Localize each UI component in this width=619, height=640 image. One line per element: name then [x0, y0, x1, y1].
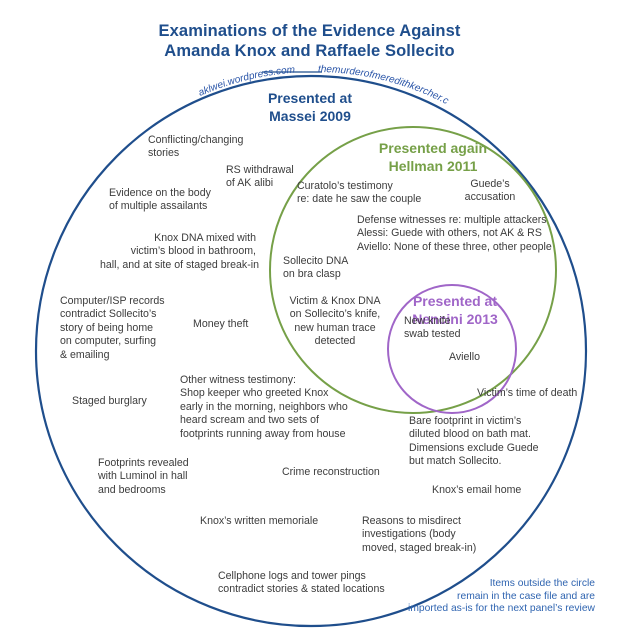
item-line: accusation [464, 191, 516, 204]
nencini-circle [387, 284, 517, 414]
item-line: on Sollecito’s knife, [289, 308, 381, 321]
item-line: swab tested [404, 328, 461, 341]
massei-heading-line-1: Presented at [267, 90, 353, 106]
item-line: Aviello [449, 351, 481, 363]
item-line: of AK alibi [226, 177, 274, 190]
item-line: on bra clasp [283, 268, 341, 281]
item-money-theft: Money theft [193, 318, 248, 331]
massei-heading-line-2: Massei 2009 [269, 108, 351, 124]
diagram-title: Examinations of the Evidence Against Ama… [0, 21, 619, 61]
title-line-2: Amanda Knox and Raffaele Sollecito [164, 42, 455, 60]
item-line: re: date he saw the couple [297, 193, 422, 206]
item-defense-witnesses: Defense witnesses re: multiple attackers… [357, 214, 552, 254]
item-computer-isp: Computer/ISP records contradict Sollecit… [60, 295, 165, 362]
massei-heading: Presented at Massei 2009 [250, 89, 370, 125]
item-line: Reasons to misdirect [362, 515, 461, 527]
item-line: on computer, surfing [60, 335, 156, 348]
item-line: Conflicting/changing [148, 134, 244, 146]
title-line-1: Examinations of the Evidence Against [158, 22, 461, 40]
item-line: stories [148, 147, 180, 160]
item-line: Sollecito DNA [283, 255, 349, 267]
nencini-heading-line-1: Presented at [412, 293, 498, 309]
item-line: moved, staged break-in) [362, 541, 477, 554]
item-guede-accusation: Guede’s accusation [460, 178, 520, 205]
hellman-heading-line-1: Presented again [378, 140, 488, 156]
item-line: victim’s blood in bathroom, [130, 245, 256, 258]
item-line: contradict stories & stated locations [218, 583, 385, 596]
item-line: Alessi: Guede with others, not AK & RS [357, 227, 542, 240]
item-line: heard scream and two sets of [180, 414, 319, 427]
item-line: contradict Sollecito’s [60, 308, 157, 321]
nencini-heading-line-2: Nencini 2013 [412, 311, 498, 327]
item-knox-memoriale: Knox’s written memoriale [200, 515, 318, 528]
item-conflicting-stories: Conflicting/changing stories [148, 134, 243, 161]
item-line: of multiple assailants [109, 200, 208, 213]
item-line: with Luminol in hall [98, 470, 188, 483]
item-line: RS withdrawal [226, 164, 294, 176]
item-curatolo: Curatolo’s testimony re: date he saw the… [297, 180, 421, 207]
item-footprints-luminol: Footprints revealed with Luminol in hall… [98, 457, 189, 497]
item-staged-burglary: Staged burglary [72, 395, 147, 408]
item-new-knife-swab: New knife swab tested [404, 315, 461, 342]
item-line: Defense witnesses re: multiple attackers [357, 214, 547, 226]
hellman-circle [269, 126, 557, 414]
hellman-heading-line-2: Hellman 2011 [388, 158, 478, 174]
item-line: Staged burglary [72, 395, 147, 407]
item-line: hall, and at site of staged break-in [100, 258, 260, 271]
massei-circle [34, 74, 588, 628]
item-rs-withdrawal: RS withdrawal of AK alibi [226, 164, 294, 191]
item-bare-footprint: Bare footprint in victim’s diluted blood… [409, 415, 539, 469]
item-knox-dna-mixed: Knox DNA mixed with victim’s blood in ba… [100, 232, 260, 272]
item-aviello: Aviello [449, 351, 480, 364]
hellman-heading: Presented again Hellman 2011 [358, 139, 508, 175]
item-other-witness: Other witness testimony: Shop keeper who… [180, 374, 348, 441]
item-line: diluted blood on bath mat. [409, 428, 531, 441]
item-line: Cellphone logs and tower pings [218, 570, 366, 582]
item-line: Other witness testimony: [180, 374, 296, 386]
item-line: Dimensions exclude Guede [409, 441, 539, 454]
item-line: New knife [404, 315, 451, 327]
footnote-line-2: remain in the case file and are [457, 590, 595, 602]
item-time-of-death: Victim’s time of death [477, 387, 577, 400]
item-line: detected [314, 335, 356, 348]
item-bra-clasp: Sollecito DNA on bra clasp [283, 255, 348, 282]
item-line: Curatolo’s testimony [297, 180, 393, 192]
item-line: footprints running away from house [180, 427, 346, 440]
item-line: new human trace [294, 321, 376, 334]
item-line: but match Sollecito. [409, 455, 502, 468]
item-knox-email: Knox’s email home [432, 484, 521, 497]
item-line: Evidence on the body [109, 187, 211, 199]
item-knife-dna: Victim & Knox DNA on Sollecito’s knife, … [285, 295, 385, 349]
nencini-heading: Presented at Nencini 2013 [395, 292, 515, 328]
item-line: investigations (body [362, 528, 456, 541]
item-line: Knox’s email home [432, 484, 522, 496]
item-line: early in the morning, neighbors who [180, 400, 348, 413]
item-line: & emailing [60, 348, 110, 361]
item-line: Bare footprint in victim’s [409, 415, 522, 427]
item-reasons-misdirect: Reasons to misdirect investigations (bod… [362, 515, 476, 555]
item-evidence-body: Evidence on the body of multiple assaila… [109, 187, 211, 214]
item-line: Victim’s time of death [477, 387, 578, 399]
footnote-line-1: Items outside the circle [489, 578, 595, 589]
item-line: Footprints revealed [98, 457, 189, 469]
footnote-line-3: imported as-is for the next panel’s revi… [408, 603, 595, 615]
item-line: Knox DNA mixed with [154, 232, 256, 244]
item-line: Money theft [193, 318, 249, 330]
item-line: and bedrooms [98, 483, 166, 496]
item-line: Aviello: None of these three, other peop… [357, 240, 552, 253]
item-line: Guede’s [470, 178, 510, 190]
footnote: Items outside the circle remain in the c… [408, 578, 595, 616]
item-line: story of being home [60, 321, 154, 334]
item-line: Victim & Knox DNA [289, 295, 381, 307]
item-crime-reconstruction: Crime reconstruction [282, 466, 380, 479]
item-line: Crime reconstruction [282, 466, 380, 478]
item-cellphone-logs: Cellphone logs and tower pings contradic… [218, 570, 385, 597]
item-line: Knox’s written memoriale [200, 515, 319, 527]
item-line: Shop keeper who greeted Knox [180, 387, 329, 400]
item-line: Computer/ISP records [60, 295, 165, 307]
